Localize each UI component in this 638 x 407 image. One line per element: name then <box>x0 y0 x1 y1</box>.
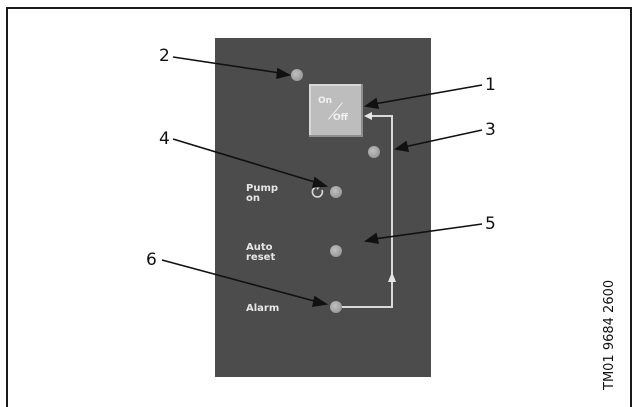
auto-reset-label: Auto reset <box>246 242 276 263</box>
leader-line-5 <box>373 223 483 240</box>
callout-5: 5 <box>485 214 496 234</box>
on-label: On <box>318 96 333 106</box>
arrow-up-icon <box>388 272 396 282</box>
leader-line-4 <box>172 138 319 184</box>
indicator-light-2 <box>291 69 303 81</box>
leader-arrow-4 <box>311 176 329 188</box>
connection-line <box>342 115 393 308</box>
pump-on-indicator-light <box>330 186 342 198</box>
document-number: TM01 9684 2600 <box>602 279 617 390</box>
callout-6: 6 <box>146 250 157 270</box>
leader-line-2 <box>172 56 281 74</box>
on-off-button[interactable]: On Off <box>309 84 363 137</box>
leader-arrow-5 <box>363 232 380 244</box>
alarm-label: Alarm <box>246 303 280 314</box>
auto-reset-indicator-light <box>330 245 342 257</box>
off-label: Off <box>333 113 348 123</box>
leader-arrow-6 <box>311 295 329 307</box>
callout-2: 2 <box>159 46 170 66</box>
callout-4: 4 <box>159 129 170 149</box>
leader-line-1 <box>373 84 483 105</box>
pump-on-label: Pump on <box>246 183 279 204</box>
indicator-light-3 <box>368 146 380 158</box>
leader-arrow-1 <box>363 97 380 109</box>
leader-arrow-2 <box>276 67 292 80</box>
callout-1: 1 <box>485 75 496 95</box>
leader-line-3 <box>403 129 483 148</box>
leader-line-6 <box>161 259 319 303</box>
figure-frame <box>6 7 632 407</box>
callout-3: 3 <box>485 120 496 140</box>
leader-arrow-3 <box>393 140 410 152</box>
alarm-indicator-light <box>330 301 342 313</box>
connection-arrow-head <box>364 112 372 120</box>
